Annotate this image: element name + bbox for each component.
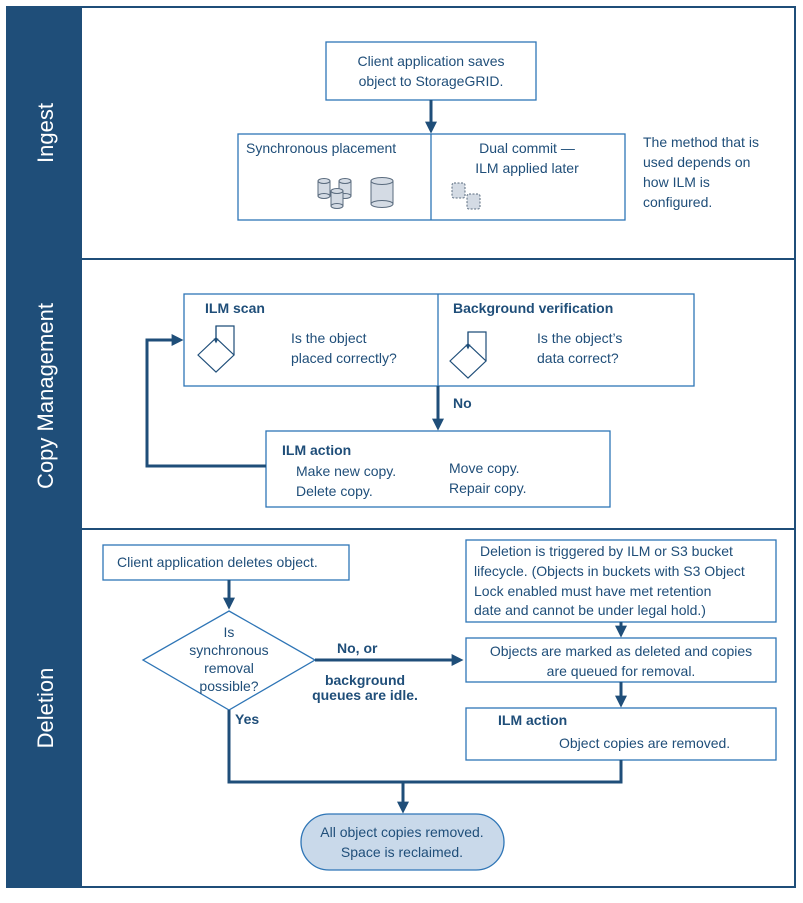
ilm-scan-question: Is the object [291,330,367,346]
ilm-action-text: Repair copy. [449,480,527,496]
lane-label-ingest: Ingest [33,103,58,163]
yes-label: Yes [235,711,259,727]
verification-loop-icon [449,331,487,379]
end-state-text: Space is reclaimed. [341,844,463,860]
sync-placement-label: Synchronous placement [246,140,396,156]
storage-cylinders-icon [317,177,394,209]
dual-commit-label: Dual commit — [479,140,575,156]
marked-deleted-box [465,637,777,683]
copies-removed-text: Object copies are removed. [559,735,730,751]
deletion-trigger-text: date and cannot be under legal hold.) [474,602,706,618]
method-note: The method that is [643,134,759,150]
bg-verification-question: data correct? [537,350,619,366]
lane-label-copy-management: Copy Management [33,303,58,489]
dual-commit-label: ILM applied later [475,160,579,176]
ilm-scan-question: placed correctly? [291,350,397,366]
method-note: used depends on [643,154,750,170]
scan-verification-box [183,293,695,387]
end-state-terminal [300,813,505,871]
marked-deleted-text: Objects are marked as deleted and copies [490,643,752,659]
method-note: how ILM is [643,174,710,190]
bg-verification-question: Is the object’s [537,330,622,346]
bg-verification-title: Background verification [453,300,613,316]
decision-text: removal [204,660,254,676]
ilm-action-text: Delete copy. [296,483,373,499]
lane-header-ingest [8,8,82,258]
lane-label-deletion: Deletion [33,668,58,749]
end-state-text: All object copies removed. [320,824,483,840]
lane-header-copy-management [8,260,82,528]
decision-text: synchronous [189,642,268,658]
queues-idle-label: background [325,672,405,688]
loop-back-arrow [145,334,266,468]
client-deletes-text: Client application deletes object. [117,554,318,570]
client-saves-text: object to StorageGRID. [359,73,504,89]
no-or-label: No, or [337,640,378,656]
deletion-trigger-text: Lock enabled must have met retention [474,583,711,599]
scan-loop-icon [197,325,235,373]
lane-header-deletion [8,530,82,886]
deletion-trigger-text: lifecycle. (Objects in buckets with S3 O… [474,563,745,579]
client-saves-text: Client application saves [357,53,504,69]
ilm-action-title: ILM action [282,442,351,458]
deletion-trigger-text: Deletion is triggered by ILM or S3 bucke… [480,543,733,559]
deletion-trigger-box [465,539,777,623]
client-saves-box [325,41,537,101]
marked-deleted-text: are queued for removal. [547,663,696,679]
no-label: No [453,395,472,411]
ilm-action-text: Move copy. [449,460,520,476]
queues-idle-label: queues are idle. [312,687,418,703]
client-deletes-box [102,544,350,581]
method-note: configured. [643,194,712,210]
decision-text: possible? [199,678,258,694]
deletion-ilm-action-title: ILM action [498,712,567,728]
decision-text: Is [224,624,235,640]
temporary-copies-icon [451,182,481,210]
ilm-action-text: Make new copy. [296,463,396,479]
deletion-ilm-action-box [465,707,777,761]
ilm-action-box [265,430,611,508]
ilm-scan-title: ILM scan [205,300,265,316]
